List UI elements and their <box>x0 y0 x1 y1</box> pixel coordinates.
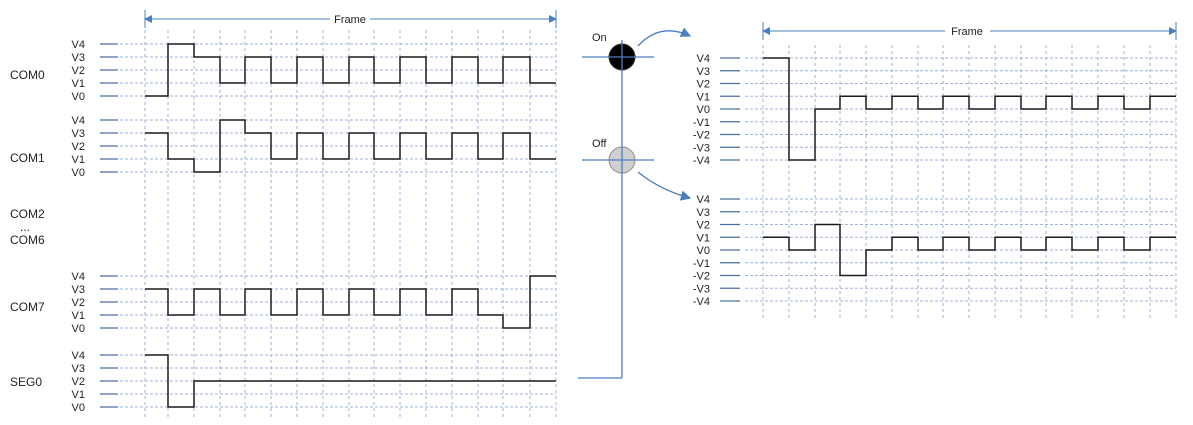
com0-level-label: V1 <box>72 78 85 90</box>
off-diff-level-label: V1 <box>697 232 710 244</box>
off-diff-level-label: V3 <box>697 207 710 219</box>
right-frame-label: Frame <box>951 26 983 38</box>
com7-level-label: V2 <box>72 297 85 309</box>
com1-level-label: V1 <box>72 154 85 166</box>
waveforms <box>145 43 1176 408</box>
on-diff-level-label: V4 <box>697 53 710 65</box>
right-frame-arrow: Frame <box>762 22 1177 40</box>
com1-level-label: V3 <box>72 128 85 140</box>
on-curve-arrow <box>637 27 692 47</box>
on-diff-level-label: -V3 <box>693 142 710 154</box>
com0-waveform <box>145 43 556 97</box>
off-pixel-voltage-waveform <box>763 223 1176 277</box>
on-diff-level-label: V1 <box>697 91 710 103</box>
on-pixel-voltage-waveform <box>763 57 1176 161</box>
level-labels: V4V3V2V1V0V4V3V2V1V0V4V3V2V1V0V4V3V2V1V0… <box>72 39 710 414</box>
on-diff-level-label: V2 <box>697 79 710 91</box>
signal-label-com2: COM2 <box>10 207 45 221</box>
pixel-state-column: On Off <box>578 27 692 379</box>
com1-level-label: V0 <box>72 167 85 179</box>
com0-level-label: V4 <box>72 39 85 51</box>
com1-level-label: V4 <box>72 115 85 127</box>
signal-label-com7: COM7 <box>10 300 45 314</box>
seg0-level-label: V4 <box>72 350 85 362</box>
off-diff-level-label: V4 <box>697 194 710 206</box>
seg0-level-label: V3 <box>72 363 85 375</box>
com0-level-label: V0 <box>72 91 85 103</box>
off-diff-level-label: -V1 <box>693 258 710 270</box>
off-diff-level-label: V0 <box>697 245 710 257</box>
signal-label-com0: COM0 <box>10 68 45 82</box>
com0-level-label: V2 <box>72 65 85 77</box>
left-frame-label: Frame <box>334 14 366 26</box>
com7-level-label: V4 <box>72 271 85 283</box>
seg0-level-label: V2 <box>72 376 85 388</box>
grid <box>100 30 1177 418</box>
com1-waveform <box>145 119 556 173</box>
on-diff-level-label: -V4 <box>693 155 710 167</box>
off-diff-level-label: -V4 <box>693 296 710 308</box>
com7-level-label: V1 <box>72 310 85 322</box>
left-frame-arrow: Frame <box>144 10 557 28</box>
seg0-waveform <box>145 354 556 408</box>
on-state-label: On <box>592 32 607 44</box>
off-diff-level-label: V2 <box>697 220 710 232</box>
signal-label-com6: COM6 <box>10 233 45 247</box>
off-diff-level-label: -V3 <box>693 283 710 295</box>
signal-label-com1: COM1 <box>10 151 45 165</box>
off-state-label: Off <box>592 138 607 150</box>
com0-level-label: V3 <box>72 52 85 64</box>
signal-label-seg0: SEG0 <box>10 375 42 389</box>
off-curve-arrow <box>637 171 692 201</box>
seg0-level-label: V1 <box>72 389 85 401</box>
on-diff-level-label: V3 <box>697 66 710 78</box>
com1-level-label: V2 <box>72 141 85 153</box>
com7-waveform <box>145 275 556 329</box>
seg0-level-label: V0 <box>72 402 85 414</box>
com7-level-label: V0 <box>72 323 85 335</box>
off-diff-level-label: -V2 <box>693 271 710 283</box>
com7-level-label: V3 <box>72 284 85 296</box>
on-diff-level-label: -V2 <box>693 130 710 142</box>
on-diff-level-label: -V1 <box>693 117 710 129</box>
signal-label-ellipsis: ... <box>20 220 30 234</box>
on-diff-level-label: V0 <box>697 104 710 116</box>
